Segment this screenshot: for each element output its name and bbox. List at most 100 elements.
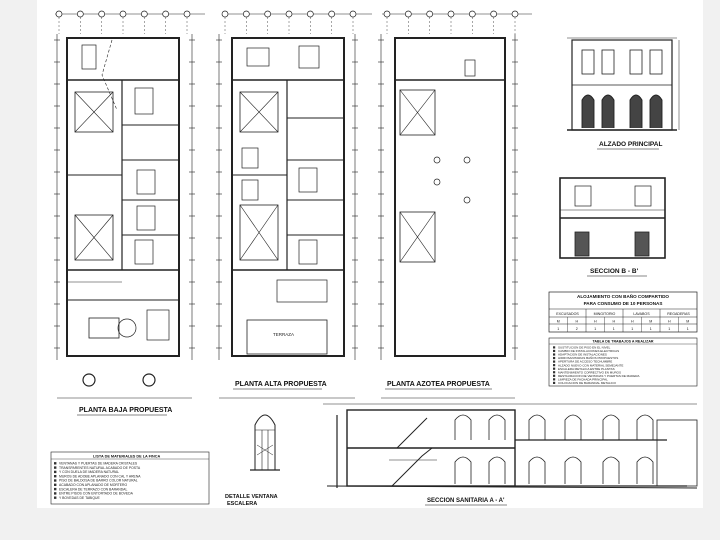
bullet-icon (54, 479, 57, 482)
alojamiento-title-2: PARA CONSUMO DE 10 PERSONAS (584, 301, 663, 306)
material-item: MUROS DE ADOBE APLANADO CON CAL Y ARENA (59, 474, 141, 478)
alojamiento-value: 2 (576, 327, 578, 331)
alojamiento-title-1: ALOJAMIENTO CON BAÑO COMPARTIDO (577, 293, 669, 299)
material-item: Y BOVEDAS DE TABIQUE (59, 496, 100, 500)
materiales-title: LISTA DE MATERIALES DE LA FINCA (93, 455, 161, 459)
bullet-icon (553, 349, 556, 353)
materiales-items: VENTANAS Y PUERTAS DE MADERA CRISTALESTR… (54, 462, 141, 500)
arch-window (602, 414, 620, 440)
bullet-icon (54, 466, 57, 469)
alojamiento-value: 1 (594, 327, 596, 331)
grid-bubbles (383, 10, 519, 34)
trabajo-item: ESCALERA METALICA ENTRE PLANTAS (558, 367, 615, 371)
trabajo-item: CAMBIO DE INSTALACIONES ELECTRICAS (558, 349, 619, 353)
detalle-title: DETALLE VENTANA (225, 494, 278, 500)
alojamiento-value: 1 (613, 327, 615, 331)
bullet-icon (553, 381, 556, 384)
bullet-icon (553, 364, 556, 367)
alojamiento-subheader: M (686, 320, 689, 324)
alojamiento-value: 1 (631, 327, 633, 331)
alojamiento-subheader: M (557, 320, 560, 324)
trabajo-item: SUSTITUCION DE PISO EN EL NIVEL (558, 346, 611, 350)
material-item: VENTANAS Y PUERTAS DE MADERA CRISTALES (59, 462, 138, 466)
material-item: ENTRE PISOS CON ENTORTADO DE BOVEDA (59, 492, 134, 496)
bullet-icon (54, 470, 57, 474)
planta-baja-plan (54, 10, 205, 399)
drawing-sheet: PLANTA BAJA PROPUESTA TERRAZA PLANTA ALT… (37, 0, 703, 508)
arch-door (602, 456, 620, 484)
trabajo-item: LIMPIEZA DE FACHADA PRINCIPAL (558, 377, 608, 381)
material-item: ESCALERA DE TERRAZO CON BARANDAL (59, 487, 127, 491)
bullet-icon (553, 378, 556, 381)
planta-alta-plan (216, 10, 372, 399)
arch-door (454, 456, 472, 484)
material-item: TRANSPARENTES NATURAL ACABADO DE POSTA (59, 466, 141, 470)
bullet-icon (54, 496, 57, 499)
bullet-icon (54, 487, 57, 491)
seccion-aa-title: SECCION SANITARIA A - A' (427, 498, 505, 504)
arched-openings (454, 414, 654, 484)
planta-baja-title: PLANTA BAJA PROPUESTA (79, 407, 172, 414)
seccion-bb (559, 177, 666, 259)
planta-azotea-title: PLANTA AZOTEA PROPUESTA (387, 381, 490, 388)
architectural-drawing: PLANTA BAJA PROPUESTA TERRAZA PLANTA ALT… (50, 10, 698, 507)
bullet-icon (54, 462, 57, 465)
trabajos-table (548, 337, 698, 387)
alojamiento-subheader: M (649, 320, 652, 324)
grid-bubbles (55, 10, 191, 34)
arch-door (488, 456, 506, 484)
bullet-icon (54, 492, 57, 495)
arch-door (528, 456, 546, 484)
arch-window (528, 414, 546, 440)
trabajos-title: TABLA DE TRABAJOS A REALIZAR (592, 340, 653, 344)
alojamiento-value: 1 (650, 327, 652, 331)
seccion-sanitaria-aa (323, 403, 698, 489)
arch-window (564, 414, 582, 440)
trabajo-item: ALZADO NUEVO CON MATERIAL SEMEJANTE (558, 363, 623, 367)
alojamiento-header: EXCUSADOS (556, 312, 579, 316)
arch-door (564, 456, 582, 484)
alojamiento-header: MINGITORIO (594, 312, 616, 316)
grid-ticks (216, 39, 358, 349)
arch-window (454, 414, 472, 440)
alzado-principal-elevation (567, 37, 680, 131)
alojamiento-subheader: H (594, 320, 597, 324)
alojamiento-table (548, 291, 698, 333)
alojamiento-subheader: H (668, 320, 671, 324)
bullet-icon (553, 371, 556, 374)
bullet-icon (553, 356, 556, 360)
trabajo-item: COLOCACION DE BARANDAL METALICO (558, 381, 617, 385)
alojamiento-subheader: H (631, 320, 634, 324)
materiales-box (50, 451, 210, 505)
alojamiento-header: REGADERAS (667, 312, 690, 316)
planta-alta-title: PLANTA ALTA PROPUESTA (235, 381, 327, 388)
grid-ticks (378, 39, 518, 349)
bullet-icon (553, 360, 556, 363)
alojamiento-subheader: H (575, 320, 578, 324)
arch-window (636, 414, 654, 440)
seccion-bb-title: SECCION B - B' (590, 268, 639, 275)
terraza-label: TERRAZA (273, 332, 294, 337)
trabajo-item: ADAPTACION DE INSTALACIONES (558, 353, 607, 357)
grid-bubbles (221, 10, 357, 34)
detalle-subtitle: ESCALERA (227, 501, 257, 507)
alojamiento-subheader: H (612, 320, 615, 324)
bullet-icon (553, 367, 556, 370)
arch-door (636, 456, 654, 484)
bullet-icon (553, 374, 556, 377)
bullet-icon (553, 346, 556, 349)
bullet-icon (553, 353, 556, 356)
planta-azotea-plan (378, 10, 532, 399)
bullet-icon (54, 475, 57, 478)
trabajo-item: APERTURA DE ACCESO TECHUMBRE (558, 360, 612, 364)
grid-ticks (54, 39, 195, 349)
material-item: ACABADO CON APLANADO DE MORTERO (59, 483, 128, 487)
alojamiento-value: 1 (668, 327, 670, 331)
material-item: PISO DE BALDOSA DE BARRO COLOR NATURAL (59, 479, 138, 483)
bullet-icon (54, 483, 57, 486)
trabajo-item: MANTENIMIENTO CORRECTIVO EN MUROS (558, 370, 621, 374)
trabajo-item: HIDROSANITARIAS BAÑOS PROPUESTOS (558, 355, 618, 360)
